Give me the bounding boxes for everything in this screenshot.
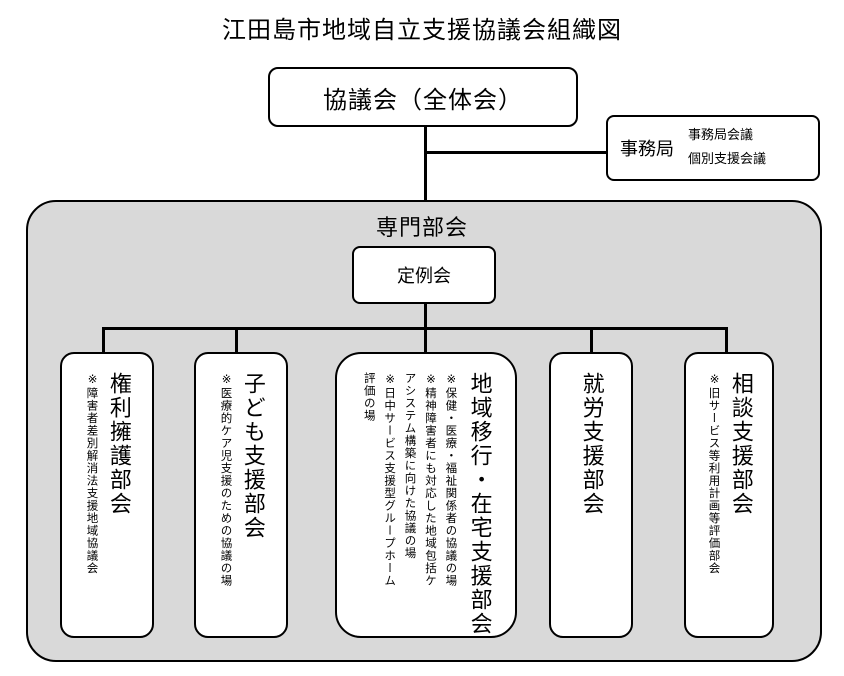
connector-regular-branch [424,303,427,329]
committee-note: ※保健・医療・福祉関係者の協議の場 [444,372,459,587]
committee-note: ※日中サービス支援型グループホーム [383,372,398,587]
branch-drop-5 [725,327,728,353]
branch-drop-3 [424,327,427,353]
branch-drop-4 [590,327,593,353]
committee-note: ※精神障害者にも対応した地域包括ケ [423,372,438,587]
committee-title: 地域移行・在宅支援部会 [466,372,492,636]
committee-content: 相談支援部会 ※旧サービス等利用計画等評価部会 [686,372,772,622]
committee-title: 子ども支援部会 [239,372,265,540]
diagram-title: 江田島市地域自立支援協議会組織図 [222,16,622,44]
council-label: 協議会（全体会） [323,85,523,114]
secretariat-label: 事務局 [620,139,674,160]
committee-box: 地域移行・在宅支援部会 ※保健・医療・福祉関係者の協議の場 ※精神障害者にも対応… [335,352,517,638]
branch-drop-2 [235,327,238,353]
committee-note: ※障害者差別解消法支援地域協議会 [85,372,100,575]
committee-note: 評価の場 [362,372,377,422]
committee-box: 権利擁護部会 ※障害者差別解消法支援地域協議会 [60,352,154,638]
committee-content: 子ども支援部会 ※医療的ケア児支援のための協議の場 [196,372,286,622]
secretariat-item: 個別支援会議 [688,152,767,167]
committee-content: 地域移行・在宅支援部会 ※保健・医療・福祉関係者の協議の場 ※精神障害者にも対応… [337,372,515,636]
committee-note: アシステム構築に向けた協議の場 [403,372,418,560]
secretariat-item: 事務局会議 [688,128,754,143]
committee-box: 就労支援部会 [549,352,633,638]
committee-content: 権利擁護部会 ※障害者差別解消法支援地域協議会 [62,372,152,622]
branch-horizontal-line [102,327,728,330]
committee-title: 就労支援部会 [578,372,604,516]
secretariat-box: 事務局 事務局会議 個別支援会議 [606,115,820,181]
committee-note: ※医療的ケア児支援のための協議の場 [219,372,234,587]
regular-meeting-box: 定例会 [352,246,496,304]
connector-council-section [424,126,427,202]
committee-note: ※旧サービス等利用計画等評価部会 [707,372,722,575]
committee-box: 相談支援部会 ※旧サービス等利用計画等評価部会 [684,352,774,638]
section-label: 専門部会 [375,216,468,241]
branch-drop-1 [102,327,105,353]
council-box: 協議会（全体会） [268,67,578,127]
connector-secretariat [424,151,608,154]
secretariat-items: 事務局会議 個別支援会議 [688,124,766,172]
regular-meeting-label: 定例会 [397,266,451,287]
committee-content: 就労支援部会 [551,372,631,622]
committee-title: 権利擁護部会 [105,372,131,516]
committee-title: 相談支援部会 [727,372,753,516]
committee-box: 子ども支援部会 ※医療的ケア児支援のための協議の場 [194,352,288,638]
